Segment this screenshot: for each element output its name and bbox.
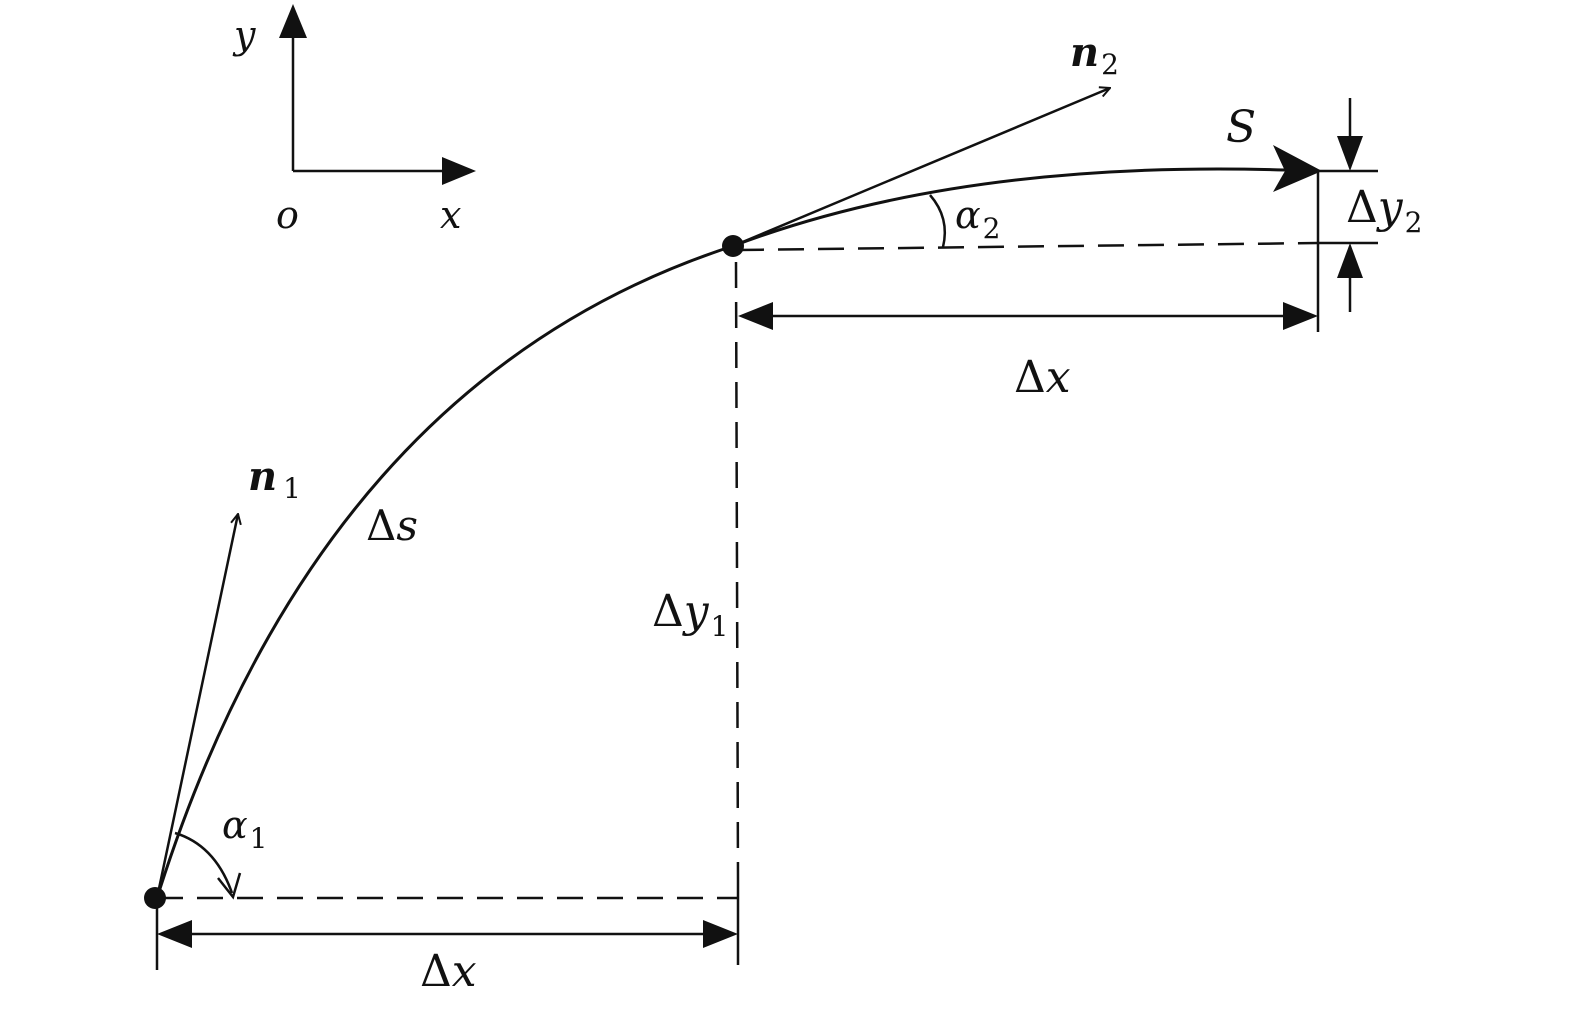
top-dx-var: x [1046,352,1071,403]
top-dx-label: Δx [1014,352,1071,403]
curve-upper-arc [732,167,1286,248]
top-dx-dimension [738,171,1320,332]
y-axis-arrowhead [279,4,307,38]
arc-length-label: Δs [366,501,418,550]
mid-horizontal-dashed-line [737,241,1319,252]
alpha1-label-base: α [222,803,248,847]
arc-length-var: s [396,501,418,550]
dy1-label: Δy1 [652,586,728,643]
dy2-dimension [1318,98,1378,312]
alpha2-label-base: α [955,193,981,237]
bottom-dx-right-arrowhead [703,920,738,948]
n1-label-sub: 1 [283,472,301,505]
n2-label-base: n [1070,29,1099,76]
n2-label-sub: 2 [1101,48,1119,81]
n2-label: n2 [1070,29,1119,81]
alpha2-label: α2 [955,193,1001,245]
top-dx-left-arrowhead [738,302,773,330]
bottom-dx-dimension [155,880,740,970]
alpha1-arc [174,831,234,894]
alpha1-label-sub: 1 [250,822,268,855]
alpha2-arc [929,194,947,248]
tangent-vectors [155,88,1110,899]
bottom-dx-label: Δx [420,946,477,997]
dy1-sub: 1 [711,610,729,643]
dy1-var: y [682,586,710,637]
middle-point [722,235,744,257]
coordinate-axes: y x o [232,4,476,237]
dy2-bottom-arrowhead [1337,243,1363,278]
curve-lower-arc [155,244,734,899]
top-dx-delta: Δ [1014,352,1046,403]
dy2-label: Δy2 [1346,182,1422,239]
curve-s [155,145,1322,899]
top-dx-right-arrowhead [1283,302,1318,330]
n2-vector-line [732,88,1110,248]
n1-vector-line [155,514,238,899]
n1-label-base: n [248,453,277,500]
bottom-dx-delta: Δ [420,946,452,997]
y-axis-label: y [232,13,256,57]
start-point [144,887,166,909]
curve-arrowhead [1273,145,1322,192]
dy2-top-arrowhead [1337,136,1363,171]
x-axis-arrowhead [442,157,476,185]
alpha1-label: α1 [222,803,268,855]
dy2-delta: Δ [1346,182,1378,233]
origin-label: o [276,193,299,237]
curve-s-label: S [1226,102,1256,153]
dy2-sub: 2 [1405,206,1423,239]
angle-arcs [174,194,947,900]
dy2-var: y [1376,182,1404,233]
bottom-dx-left-arrowhead [157,920,192,948]
dy1-delta: Δ [652,586,684,637]
x-axis-label: x [440,193,461,237]
dashed-guides [157,241,1319,900]
arc-length-delta: Δ [366,501,396,550]
alpha1-arrowhead [217,872,242,900]
vertical-dashed-line [734,261,740,881]
bottom-dx-var: x [452,946,477,997]
alpha2-label-sub: 2 [983,212,1001,245]
